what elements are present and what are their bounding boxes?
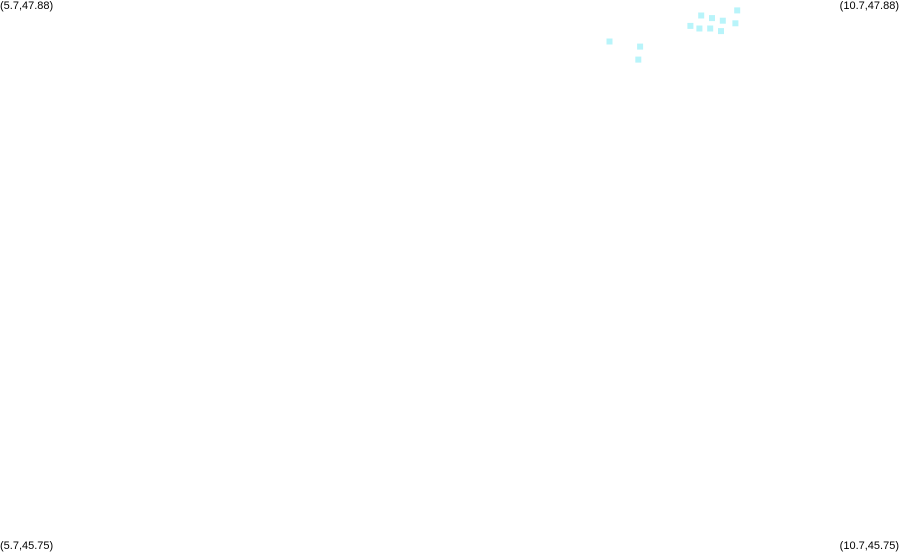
map-point-6[interactable]	[709, 15, 715, 22]
map-point-1[interactable]	[637, 43, 644, 50]
corner-label-bottom-right: (10.7,45.75)	[839, 540, 899, 552]
map-point-9[interactable]	[718, 28, 724, 35]
map-point-8[interactable]	[719, 17, 726, 24]
map-point-10[interactable]	[732, 20, 739, 27]
map-point-0[interactable]	[606, 38, 613, 45]
corner-label-top-left: (5.7,47.88)	[0, 0, 54, 12]
map-point-2[interactable]	[635, 56, 642, 63]
map-point-7[interactable]	[707, 25, 714, 32]
corner-label-bottom-left: (5.7,45.75)	[0, 540, 54, 552]
map-point-3[interactable]	[687, 22, 694, 29]
map-point-4[interactable]	[698, 12, 705, 19]
map-point-5[interactable]	[696, 25, 703, 32]
map-point-11[interactable]	[734, 7, 741, 14]
corner-label-top-right: (10.7,47.88)	[839, 0, 899, 12]
